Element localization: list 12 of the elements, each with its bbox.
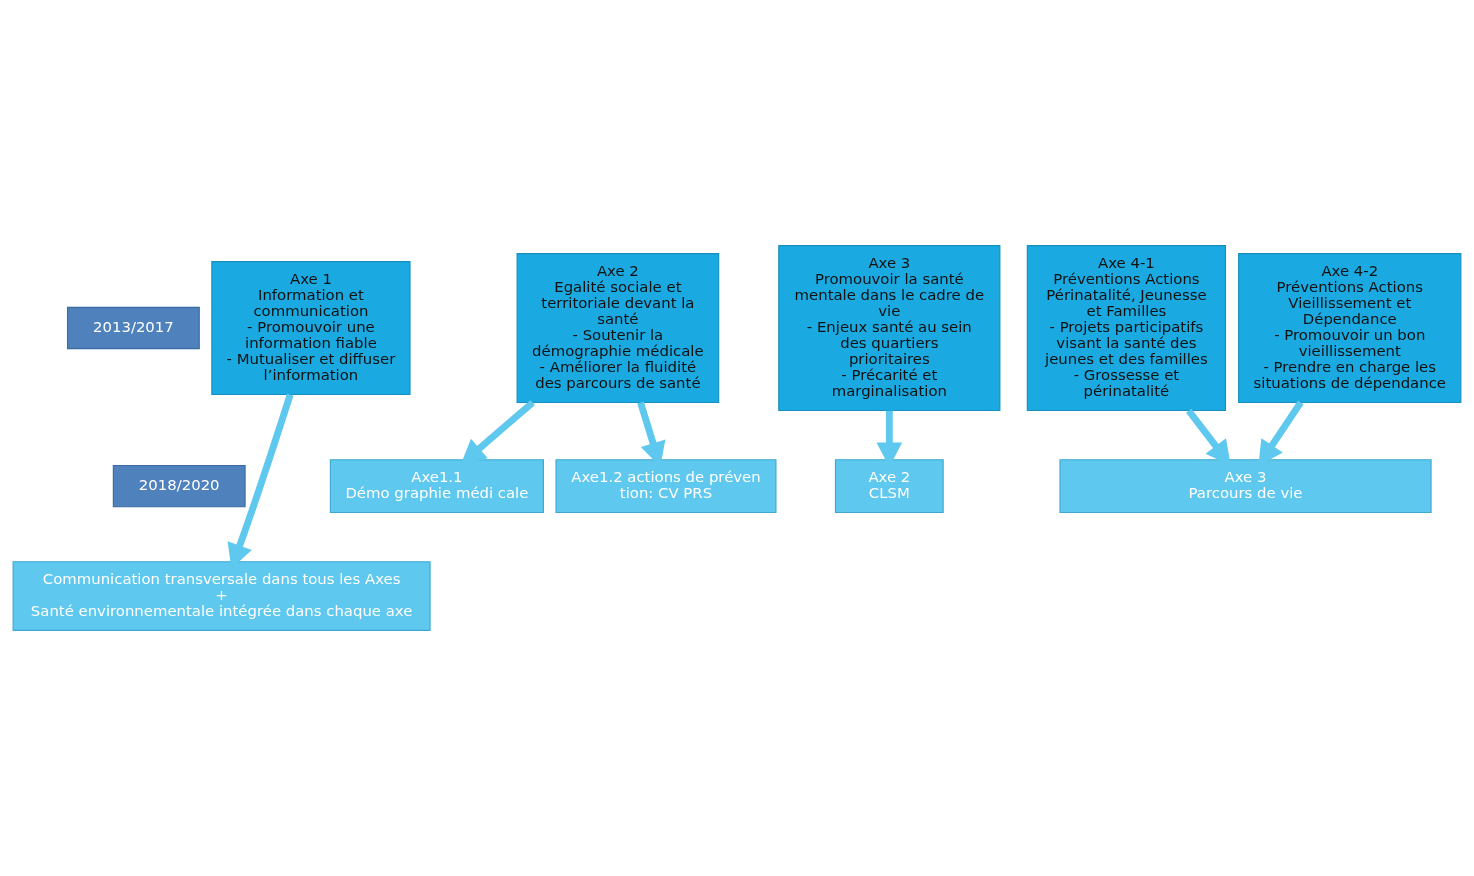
node-box: Axe 4-2 Préventions Actions Vieillissement et Dépendance - Promouvoir un bon vieillissement - Prendre en charge les situations de dépendance <box>1238 253 1462 404</box>
node-box: Axe 2 Egalité sociale et territoriale devant la santé - Soutenir la démographie médicale - Améliorer la fluidité des parcours de santé <box>516 253 720 404</box>
node-box: Axe 4-1 Préventions Actions Périnatalité, Jeunesse et Familles - Projets participatifs visant la santé des jeunes et des familles - Grossesse et périnatalité <box>1026 245 1227 412</box>
node-box: Communication transversale dans tous les Axes + Santé environnementale intégrée dans chaque axe <box>12 561 431 631</box>
node-box: 2013/2017 <box>66 306 200 350</box>
node-box: Axe 1 Information et communication - Promouvoir une information fiable - Mutualiser et diffuser l’information <box>211 261 411 396</box>
node-box: Axe 3 Parcours de vie <box>1059 459 1432 514</box>
node-box: Axe 2 CLSM <box>834 459 944 514</box>
node-box: Axe1.1 Démo graphie médi cale <box>329 459 544 514</box>
node-box: Axe1.2 actions de préven tion: CV PRS <box>555 459 777 514</box>
node-box: 2018/2020 <box>112 464 246 508</box>
node-box: Axe 3 Promouvoir la santé mentale dans le cadre de vie - Enjeux santé au sein des quartiers prioritaires - Précarité et marginalisation <box>778 245 1001 412</box>
